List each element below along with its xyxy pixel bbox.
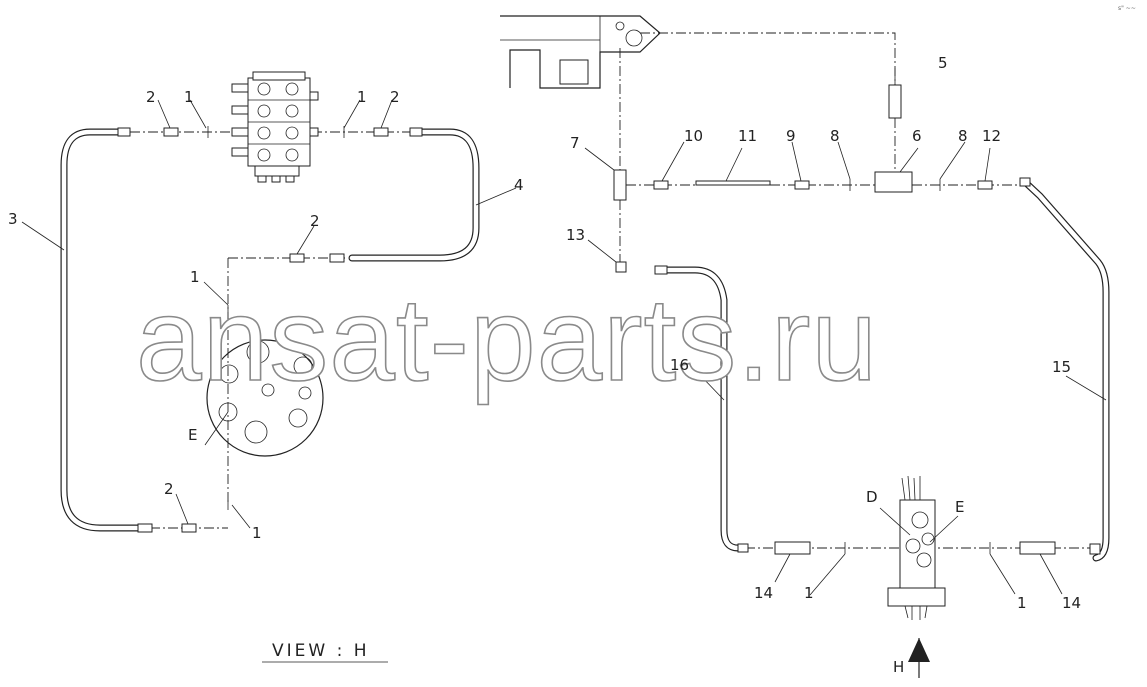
part-labels: 2 1 1 2 3 4 2 1 E 2 1 5 7 10 11 9 8 6 8 … [8,54,1081,612]
pilot-valve [887,475,946,620]
view-arrow-h: H [893,638,930,678]
label-2-right: 2 [390,88,400,106]
label-1-right: 1 [357,88,367,106]
view-title: VIEW : H [262,641,388,663]
label-5: 5 [938,54,948,72]
label-14-left: 14 [754,584,773,602]
label-4: 4 [514,176,524,194]
label-1-left: 1 [184,88,194,106]
label-12: 12 [982,127,1001,145]
label-3: 3 [8,210,18,228]
arrow-label-h: H [893,658,904,676]
leader-lines [21,68,1107,596]
label-11: 11 [738,127,757,145]
label-d-valve: D [866,488,878,506]
hose-11 [695,180,771,186]
hydraulic-cylinder [500,15,661,89]
fittings [117,84,1101,555]
label-2-mid: 2 [310,212,320,230]
label-e-valve: E [955,498,964,516]
label-7: 7 [570,134,580,152]
label-1-mid: 1 [190,268,200,286]
label-8-left: 8 [830,127,840,145]
hose-4 [348,128,480,262]
swing-motor [206,339,324,457]
label-6: 6 [912,127,922,145]
hose-3 [60,128,142,532]
label-e-left: E [188,426,197,444]
label-14-right: 14 [1062,594,1081,612]
corner-mark: s" ~~ [1118,5,1136,12]
label-1-valve-left: 1 [804,584,814,602]
control-valve-bank [231,71,319,183]
label-10: 10 [684,127,703,145]
label-1-valve-right: 1 [1017,594,1027,612]
label-8-right: 8 [958,127,968,145]
label-9: 9 [786,127,796,145]
label-16: 16 [670,356,689,374]
label-1-bottom: 1 [252,524,262,542]
label-2-bottom: 2 [164,480,174,498]
label-13: 13 [566,226,585,244]
hose-15 [1021,178,1110,562]
label-15: 15 [1052,358,1071,376]
view-title-text: VIEW : H [272,641,370,661]
hose-16 [661,266,742,552]
watermark: ansat-parts.ru [136,274,878,406]
label-2-left: 2 [146,88,156,106]
